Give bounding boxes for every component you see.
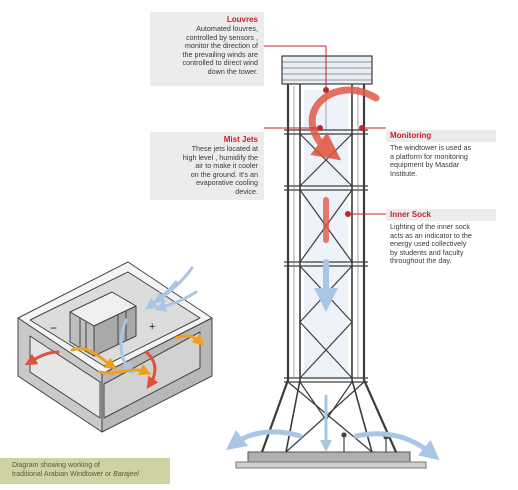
ground-wind-left [225, 429, 303, 450]
tower-base-slab [247, 451, 411, 463]
airflow-down-blue [119, 318, 135, 375]
callout-inner-sock: Inner Sock Lighting of the inner sock ac… [386, 209, 496, 266]
caption-line-1: Diagram showing working of [12, 462, 100, 469]
callout-mist-jets-title: Mist Jets [223, 135, 258, 144]
tower-leg-outer-left [260, 84, 290, 453]
callout-monitoring: Monitoring The windtower is used as a pl… [386, 130, 496, 178]
pressure-high-sign: + [149, 321, 155, 333]
callout-louvres-title: Louvres [226, 15, 258, 24]
diagram-caption: Diagram showing working of traditional A… [0, 458, 170, 484]
house-airflow-arrows [24, 266, 205, 389]
callout-inner-sock-title: Inner Sock [386, 209, 496, 221]
callout-inner-sock-text: Lighting of the inner sock acts as an in… [390, 222, 472, 266]
callout-louvres-text: Automated louvres, controlled by sensors… [182, 24, 258, 76]
callout-monitoring-title: Monitoring [386, 130, 496, 142]
ground-wind-right [353, 431, 440, 461]
traditional-house-illustration [17, 261, 213, 433]
callout-leaders [264, 45, 386, 217]
callout-mist-jets: Mist Jets These jets located at high lev… [150, 132, 264, 200]
louvre-box [281, 55, 373, 85]
tower-leg-outer-right [362, 84, 398, 453]
airflow-orange-2 [98, 364, 152, 376]
caption-line-2-italic: Barajeel [113, 470, 139, 478]
callout-louvres: Louvres Automated louvres, controlled by… [150, 12, 264, 86]
callout-mist-jets-text: These jets located at high level , humid… [182, 144, 258, 196]
airflow-orange-1 [70, 347, 117, 370]
airflow-red-out-left [24, 350, 60, 366]
people-figures [341, 432, 389, 452]
airflow-in-blue-2 [145, 280, 178, 310]
tower-airflow-arrows [225, 86, 440, 461]
tower-leg-inner-right [351, 84, 373, 453]
airflow-red-out-right [144, 350, 159, 389]
airflow-in-blue-3 [154, 290, 198, 312]
airflow-orange-3 [174, 333, 205, 347]
caption-line-2: traditional Arabian Windtower or [12, 470, 114, 478]
callout-monitoring-text: The windtower is used as a platform for … [390, 143, 472, 178]
wind-in-red [308, 86, 380, 161]
tower-leg-inner-left [285, 84, 301, 453]
pressure-low-sign: − [50, 321, 57, 335]
